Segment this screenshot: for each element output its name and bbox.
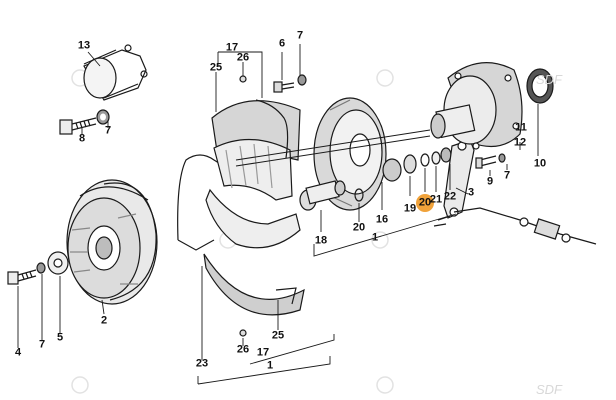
washer-7-left <box>36 262 46 274</box>
bushing-19-part <box>382 154 417 182</box>
part-label-4[interactable]: 4 <box>14 346 22 359</box>
part-label-25-top[interactable]: 25 <box>209 61 223 74</box>
bolt-4-part <box>7 269 37 285</box>
part-label-7-right[interactable]: 7 <box>503 169 511 182</box>
part-label-22[interactable]: 22 <box>443 190 457 203</box>
leader-lines <box>17 44 539 385</box>
part-label-18[interactable]: 18 <box>314 234 328 247</box>
part-label-9[interactable]: 9 <box>486 175 494 188</box>
part-label-3[interactable]: 3 <box>467 186 475 199</box>
part-label-7-bottom-left[interactable]: 7 <box>38 338 46 351</box>
part-label-17-top[interactable]: 17 <box>225 41 239 54</box>
part-label-7-top[interactable]: 7 <box>296 29 304 42</box>
seal-10-part <box>526 68 554 104</box>
part-label-7-left[interactable]: 7 <box>104 124 112 137</box>
part-label-10[interactable]: 10 <box>533 157 547 170</box>
part-label-25-bottom[interactable]: 25 <box>271 329 285 342</box>
part-label-23[interactable]: 23 <box>195 357 209 370</box>
washer-20-part <box>420 153 430 167</box>
seal-22-part <box>440 147 452 163</box>
watermark-text: SDF <box>536 382 562 397</box>
part-label-1-bottom[interactable]: 1 <box>266 359 274 372</box>
part-label-16[interactable]: 16 <box>375 213 389 226</box>
watermark-text: SDF <box>536 72 562 87</box>
part-label-8[interactable]: 8 <box>78 132 86 145</box>
part-label-6[interactable]: 6 <box>278 37 286 50</box>
part-label-17-bottom[interactable]: 17 <box>256 346 270 359</box>
part-label-20-lower[interactable]: 20 <box>352 221 366 234</box>
part-label-13[interactable]: 13 <box>77 39 91 52</box>
part-label-26-bottom[interactable]: 26 <box>236 343 250 356</box>
part-label-26-top[interactable]: 26 <box>236 51 250 64</box>
wheel-hub-part <box>430 62 523 150</box>
part-label-21[interactable]: 21 <box>429 193 443 206</box>
part-label-1-mid[interactable]: 1 <box>371 231 379 244</box>
bolt-9-part <box>475 153 506 169</box>
wheel-cylinder-part <box>83 44 148 101</box>
bolt-6-part <box>273 74 307 93</box>
part-label-11[interactable]: 11 <box>515 121 527 134</box>
highlight-marker <box>416 194 434 212</box>
brake-drum-part <box>66 179 158 305</box>
washer-20-lower <box>354 188 364 202</box>
brake-shoe-upper <box>211 99 301 201</box>
part-label-12[interactable]: 12 <box>513 136 527 149</box>
brake-lever-3 <box>433 139 597 245</box>
ring-21-part <box>431 151 441 165</box>
pin-18-part <box>299 180 346 211</box>
brake-shoe-lower <box>203 188 305 316</box>
part-label-20-highlighted[interactable]: 20 <box>418 196 432 209</box>
part-label-5[interactable]: 5 <box>56 331 64 344</box>
part-label-19[interactable]: 19 <box>403 202 417 215</box>
rivet-26-top <box>239 75 247 83</box>
part-label-2[interactable]: 2 <box>100 314 108 327</box>
rivet-26-bottom <box>239 329 247 337</box>
bolt-8-part <box>59 117 97 135</box>
axle-shaft-line <box>235 129 431 161</box>
spring-wire-23 <box>177 154 231 251</box>
